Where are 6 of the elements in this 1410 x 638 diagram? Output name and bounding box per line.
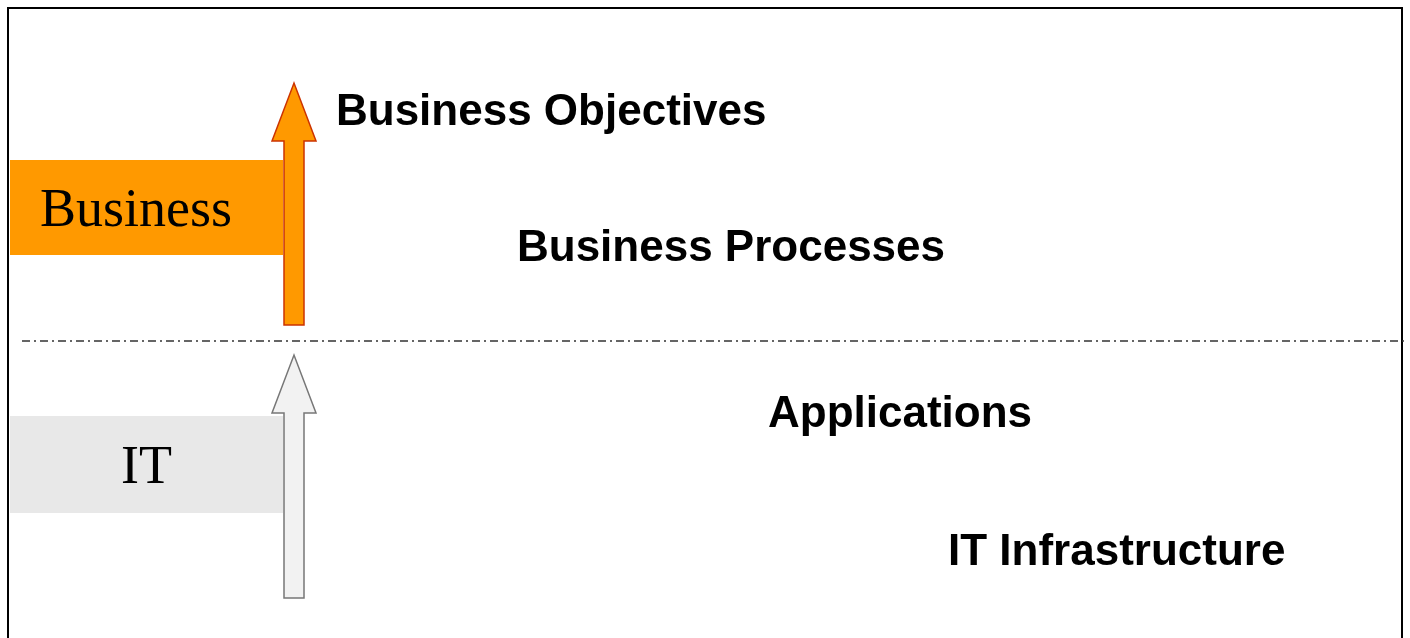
layer-label: Business Objectives [336, 85, 767, 135]
layer-box: Business [10, 160, 283, 255]
layer-label: Applications [768, 387, 1033, 437]
layer-label: Business Processes [517, 221, 946, 271]
layer-label: IT Infrastructure [948, 525, 1286, 575]
layer-box: IT [10, 416, 283, 513]
